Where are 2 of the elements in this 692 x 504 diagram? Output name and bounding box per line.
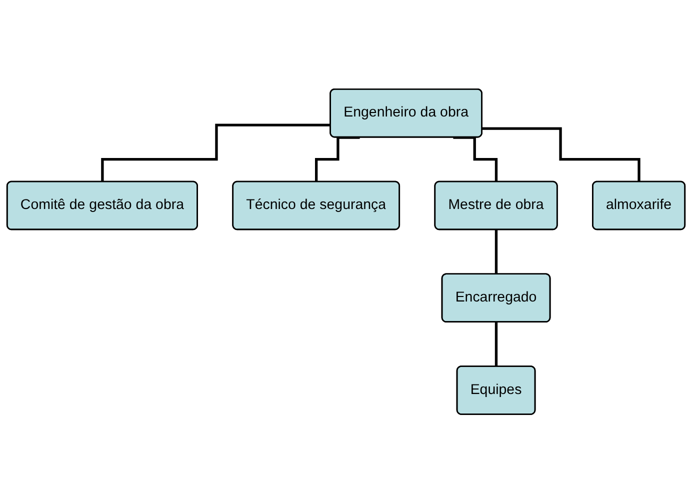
connector — [494, 228, 498, 276]
connector — [494, 321, 498, 368]
